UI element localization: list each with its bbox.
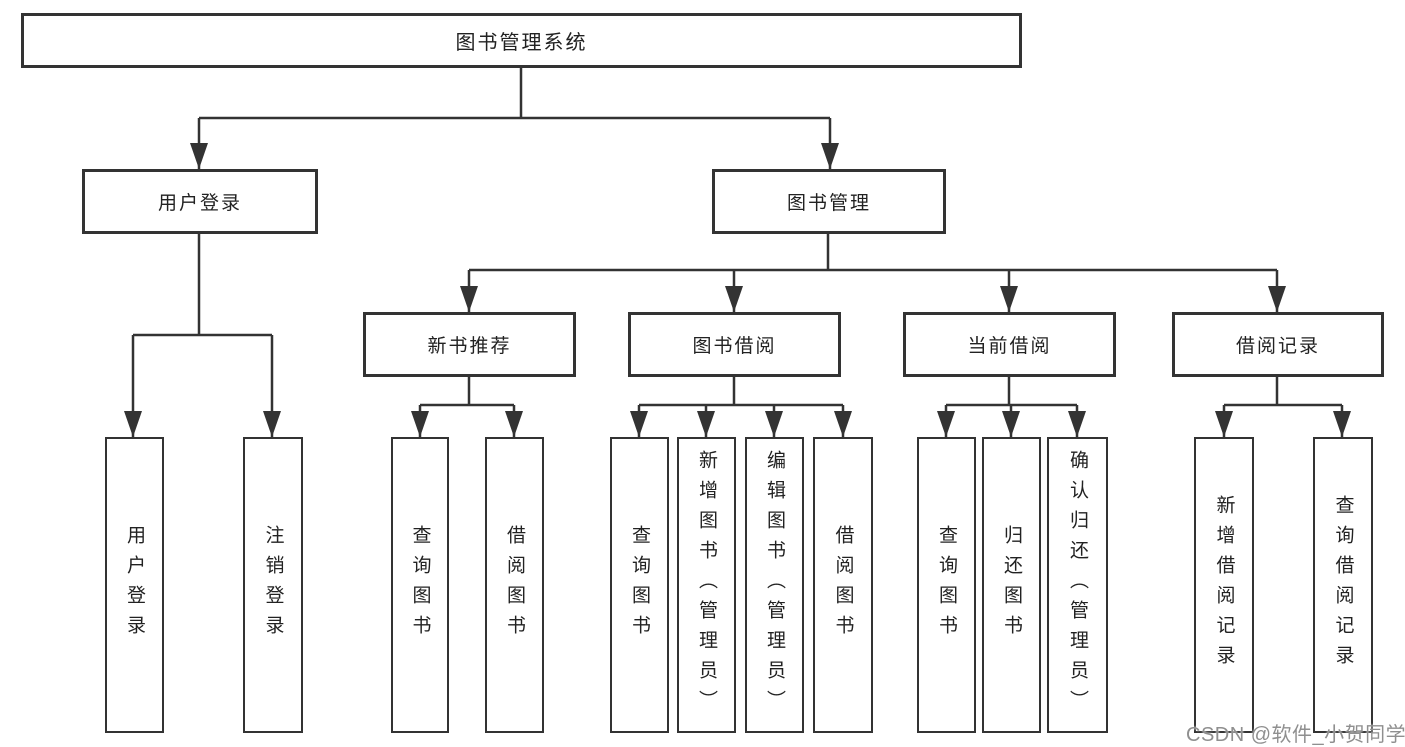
arrow-head: [1333, 411, 1351, 437]
arrow-head: [460, 286, 478, 312]
node-label: 当前借阅: [967, 336, 1052, 357]
node-new-book-recommendation: 新书推荐: [363, 312, 576, 377]
arrow-head: [190, 143, 208, 169]
leaf-label: 查询图书: [409, 525, 431, 645]
arrow-head: [697, 411, 715, 437]
node-book-borrowing: 图书借阅: [628, 312, 841, 377]
leaf-logout: 注销登录: [243, 437, 303, 733]
leaf-label: 新增图书（管理员）: [696, 450, 717, 720]
leaf-add-borrow-record: 新增借阅记录: [1194, 437, 1254, 733]
leaf-label: 新增借阅记录: [1213, 495, 1235, 675]
arrow-head: [124, 411, 142, 437]
arrow-heads: [124, 143, 1351, 437]
leaf-add-books-admin: 新增图书（管理员）: [677, 437, 736, 733]
arrow-head: [1215, 411, 1233, 437]
leaf-confirm-return-admin: 确认归还（管理员）: [1047, 437, 1108, 733]
leaf-borrow-books: 借阅图书: [813, 437, 873, 733]
arrow-head: [263, 411, 281, 437]
leaf-query-books-current: 查询图书: [917, 437, 976, 733]
leaf-label: 查询借阅记录: [1332, 495, 1354, 675]
leaf-edit-books-admin: 编辑图书（管理员）: [745, 437, 804, 733]
leaf-query-books-borrow: 查询图书: [610, 437, 669, 733]
arrow-head: [937, 411, 955, 437]
arrow-head: [630, 411, 648, 437]
arrow-head: [725, 286, 743, 312]
arrow-head: [1268, 286, 1286, 312]
node-label: 图书管理: [786, 193, 871, 214]
node-current-borrowing: 当前借阅: [903, 312, 1116, 377]
leaf-label: 查询图书: [629, 525, 650, 645]
leaf-label: 注销登录: [262, 525, 284, 645]
node-label: 图书管理系统: [455, 32, 588, 54]
leaf-query-books-recommend: 查询图书: [391, 437, 449, 733]
node-user-login: 用户登录: [82, 169, 318, 234]
arrow-head: [765, 411, 783, 437]
arrow-head: [1002, 411, 1020, 437]
csdn-watermark: CSDN @软件_小贺同学: [1186, 724, 1405, 746]
arrow-head: [821, 143, 839, 169]
leaf-return-books: 归还图书: [982, 437, 1041, 733]
leaf-label: 查询图书: [936, 525, 957, 645]
node-label: 图书借阅: [692, 336, 777, 357]
node-label: 借阅记录: [1235, 336, 1320, 357]
leaf-query-borrow-record: 查询借阅记录: [1313, 437, 1373, 733]
arrow-head: [505, 411, 523, 437]
node-label: 新书推荐: [427, 336, 512, 357]
arrow-head: [1000, 286, 1018, 312]
leaf-label: 归还图书: [1001, 525, 1022, 645]
leaf-borrow-books-recommend: 借阅图书: [485, 437, 544, 733]
arrow-head: [834, 411, 852, 437]
node-label: 用户登录: [157, 193, 242, 214]
connector-path: [131, 68, 1344, 437]
arrow-head: [411, 411, 429, 437]
node-library-management-system: 图书管理系统: [21, 13, 1022, 68]
leaf-label: 借阅图书: [832, 525, 854, 645]
node-borrowing-records: 借阅记录: [1172, 312, 1384, 377]
arrow-head: [1068, 411, 1086, 437]
leaf-label: 编辑图书（管理员）: [764, 450, 785, 720]
leaf-user-login: 用户登录: [105, 437, 164, 733]
leaf-label: 借阅图书: [504, 525, 525, 645]
node-book-management: 图书管理: [712, 169, 946, 234]
leaf-label: 确认归还（管理员）: [1067, 450, 1088, 720]
leaf-label: 用户登录: [124, 525, 145, 645]
